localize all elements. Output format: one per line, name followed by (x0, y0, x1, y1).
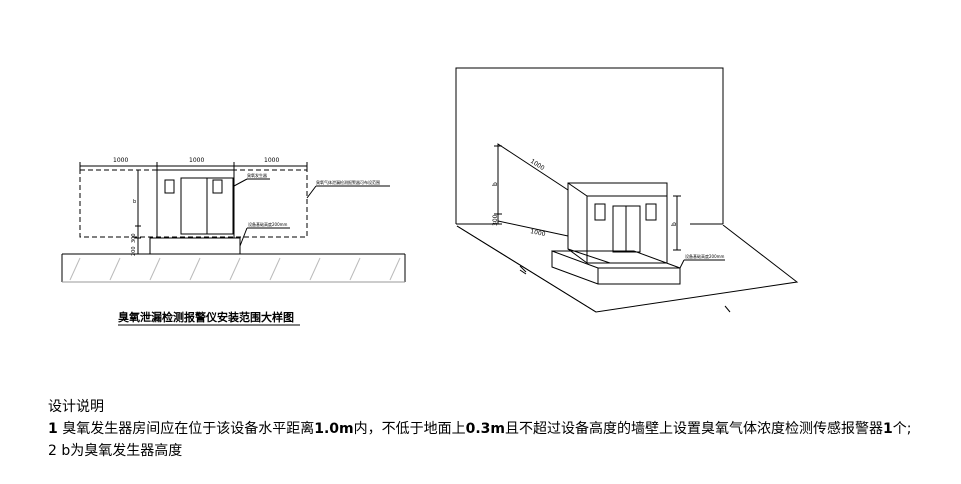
ozone-generator-elevation (156, 169, 235, 239)
iso-window-right (645, 203, 657, 221)
dim-top-1: 1000 (113, 157, 128, 164)
iso-window-left (594, 203, 606, 221)
notes-line-1: 1 臭氧发生器房间应在位于该设备水平距离1.0m内，不低于地面上0.3m且不超过… (48, 418, 911, 440)
back-wall (455, 67, 724, 224)
ground-hatch (69, 257, 401, 281)
leader-range (306, 185, 317, 199)
iso-dim-b-right: b (671, 222, 678, 226)
elevation-caption: 臭氧泄漏检测报警仪安装范围大样图 (118, 310, 294, 324)
notes-title: 设计说明 (48, 399, 104, 415)
iso-dim-1000-bottom: 1000 (530, 228, 547, 238)
notes-line-1-a: 臭氧发生器房间应在位于该设备水平距离 (62, 421, 315, 437)
label-base-height: 设备基础高度200mm (248, 221, 288, 227)
notes-line-1-e: 且不超过设备高度的墙壁上设置臭氧气体浓度检测传感报警器 (504, 421, 883, 437)
notes-line-1-f: 1 (882, 421, 893, 437)
isometric-view (455, 67, 799, 313)
iso-dim-b-left: b (492, 182, 499, 186)
notes-line-1-c: 内，不低于地面上 (353, 421, 466, 437)
iso-dim-300: 300 (492, 214, 499, 226)
notes-line-1-g: 个; (892, 421, 912, 437)
equipment-base (149, 237, 241, 255)
elevation-view (61, 162, 406, 283)
dim-b-elevation: b (133, 199, 136, 205)
leader-generator (233, 178, 248, 187)
notes-line-1-d: 0.3m (465, 421, 505, 437)
leader-base-height (239, 227, 248, 247)
dim-top-2: 1000 (189, 157, 204, 164)
iso-leader-base (679, 259, 685, 269)
generator-door-right (206, 177, 234, 235)
label-alarm-range: 臭氧气体泄漏检测报警器可布设范围 (316, 179, 380, 185)
generator-window-left (164, 179, 175, 194)
label-generator: 臭氧发生器 (247, 172, 267, 178)
generator-window-right (212, 179, 223, 194)
design-notes: 设计说明 1 臭氧发生器房间应在位于该设备水平距离1.0m内，不低于地面上0.3… (48, 396, 911, 462)
notes-line-1-b: 1.0m (314, 421, 354, 437)
iso-label-base-height: 设备基础高度200mm (685, 253, 725, 259)
iso-equipment-base (551, 250, 681, 285)
notes-line-2: 2 b为臭氧发生器高度 (48, 443, 183, 459)
dim-top-3: 1000 (264, 157, 279, 164)
notes-line-1-num: 1 (48, 421, 58, 437)
dim-300-elevation: 300 (131, 233, 137, 243)
dim-200-elevation: 200 (131, 246, 137, 256)
generator-door-left (180, 177, 208, 235)
